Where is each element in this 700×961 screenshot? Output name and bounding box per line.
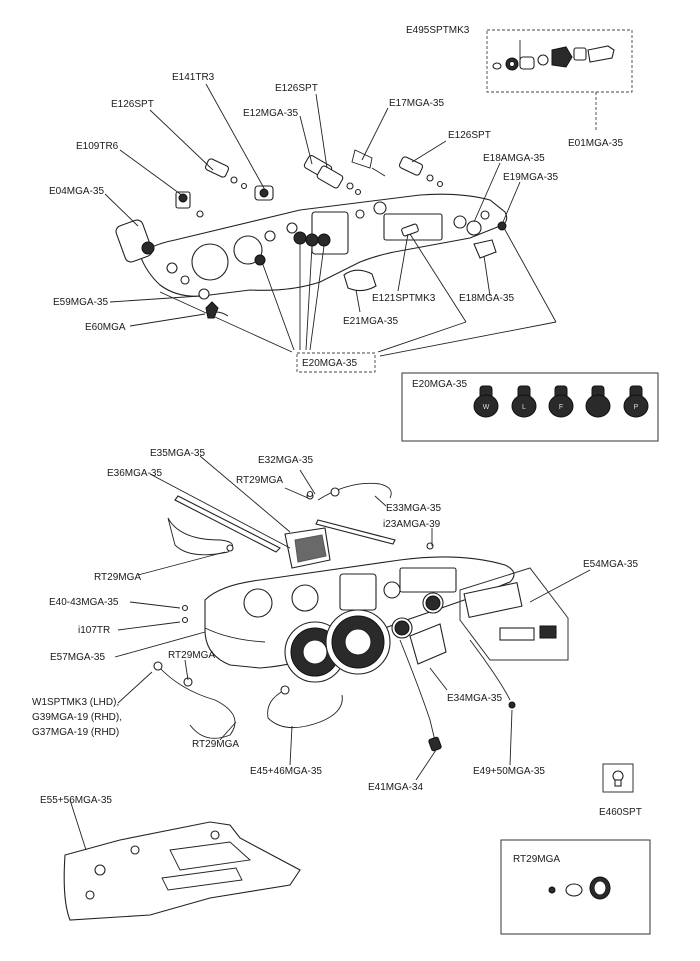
e36-strap[interactable] — [174, 495, 281, 553]
e57-beading[interactable] — [204, 627, 266, 643]
label-e57mga35: E57MGA-35 — [50, 652, 105, 663]
label-e59mga35: E59MGA-35 — [53, 297, 108, 308]
label-e18mga35: E18MGA-35 — [459, 293, 514, 304]
e20-callout-box[interactable] — [296, 352, 376, 373]
label-e01mga35: E01MGA-35 — [568, 138, 623, 149]
label-e126spt-c: E126SPT — [448, 130, 491, 141]
knob-1[interactable]: W — [473, 385, 499, 418]
e21-cover[interactable] — [343, 269, 377, 292]
label-e12mga35: E12MGA-35 — [243, 108, 298, 119]
small-gauge[interactable] — [391, 592, 444, 639]
switch-assembly-detail — [492, 45, 615, 71]
top-leaders — [104, 40, 557, 357]
label-e20mga35-inset: E20MGA-35 — [412, 379, 467, 390]
label-e121sptmk3: E121SPTMK3 — [372, 293, 436, 304]
e59-knob-part[interactable] — [198, 288, 210, 300]
knob-2[interactable]: L — [511, 385, 537, 418]
e18-bracket[interactable] — [473, 239, 497, 259]
knob-letter: P — [634, 404, 639, 411]
gauge-right[interactable] — [325, 609, 391, 675]
e121-switch[interactable] — [401, 223, 419, 237]
label-rt29mga-a: RT29MGA — [236, 475, 283, 486]
label-e126spt-b: E126SPT — [111, 99, 154, 110]
e04-gauge-part[interactable] — [114, 218, 155, 263]
rt29-cable-lower-left[interactable] — [153, 661, 236, 739]
label-e126spt-a: E126SPT — [275, 83, 318, 94]
e126-switch-right[interactable] — [398, 156, 444, 188]
e35-bracket[interactable] — [284, 527, 331, 569]
e49-cable[interactable] — [469, 639, 516, 709]
label-g39mga19: G39MGA-19 (RHD), — [32, 712, 122, 723]
label-e4043mga35: E40-43MGA-35 — [49, 597, 119, 608]
rt29-cable-lower-mid[interactable] — [267, 685, 343, 728]
floor-panel[interactable] — [63, 821, 301, 921]
label-e33mga35: E33MGA-35 — [386, 503, 441, 514]
small-parts-left[interactable] — [181, 490, 434, 624]
label-rt29mga-d: RT29MGA — [192, 739, 239, 750]
e109-switch-part[interactable] — [175, 191, 204, 218]
label-rt29mga-b: RT29MGA — [94, 572, 141, 583]
label-w1sptmk3: W1SPTMK3 (LHD), — [32, 697, 119, 708]
e20-knob-inset[interactable] — [401, 372, 659, 442]
knob-letter: W — [483, 404, 490, 411]
e60-spring-part[interactable] — [205, 301, 229, 319]
e126-switch-left[interactable] — [204, 158, 248, 190]
label-e36mga35: E36MGA-35 — [107, 468, 162, 479]
knob-3[interactable]: F — [548, 385, 574, 418]
label-e18amga35: E18AMGA-35 — [483, 153, 545, 164]
knob-letter: L — [522, 404, 526, 411]
e33-cable[interactable] — [306, 482, 392, 501]
label-i107tr: i107TR — [78, 625, 110, 636]
label-e20mga35-callout: E20MGA-35 — [302, 358, 357, 369]
label-e32mga35: E32MGA-35 — [258, 455, 313, 466]
label-e460spt: E460SPT — [599, 807, 642, 818]
label-e60mga: E60MGA — [85, 322, 126, 333]
e141-switch-part[interactable] — [254, 185, 274, 201]
label-e5556mga35: E55+56MGA-35 — [40, 795, 112, 806]
label-g37mga19: G37MGA-19 (RHD) — [32, 727, 119, 738]
e54-inset[interactable] — [459, 567, 569, 661]
label-e109tr6: E109TR6 — [76, 141, 119, 152]
labels: E495SPTMK3 E01MGA-35 E141TR3 E126SPT E12… — [32, 25, 642, 865]
label-rt29mga-c: RT29MGA — [168, 650, 215, 661]
e34-plate[interactable] — [409, 623, 447, 665]
label-e21mga35: E21MGA-35 — [343, 316, 398, 327]
e41-cable[interactable] — [399, 639, 442, 752]
label-e19mga35: E19MGA-35 — [503, 172, 558, 183]
label-e495sptmk3: E495SPTMK3 — [406, 25, 470, 36]
label-e4546mga35: E45+46MGA-35 — [250, 766, 322, 777]
e495-detail-box[interactable] — [486, 29, 633, 93]
e460-lamp-box[interactable] — [602, 763, 634, 793]
label-e35mga35: E35MGA-35 — [150, 448, 205, 459]
label-e141tr3: E141TR3 — [172, 72, 215, 83]
lower-leaders — [114, 455, 591, 781]
label-e41mga34: E41MGA-34 — [368, 782, 423, 793]
e33-bar[interactable] — [315, 519, 396, 545]
knob-5[interactable]: P — [623, 385, 649, 418]
rt29-inset-box[interactable] — [500, 839, 651, 935]
label-e34mga35: E34MGA-35 — [447, 693, 502, 704]
label-e4950mga35: E49+50MGA-35 — [473, 766, 545, 777]
label-rt29mga-inset: RT29MGA — [513, 854, 560, 865]
rt29-cable-top[interactable] — [167, 517, 234, 556]
label-e04mga35: E04MGA-35 — [49, 186, 104, 197]
label-e54mga35: E54MGA-35 — [583, 559, 638, 570]
e12-switch-part[interactable] — [303, 154, 362, 196]
label-e17mga35: E17MGA-35 — [389, 98, 444, 109]
knob-4[interactable] — [585, 385, 611, 418]
e17-bracket-part[interactable] — [351, 149, 386, 177]
knob-letter: F — [559, 404, 563, 411]
label-i23amga39: i23AMGA-39 — [383, 519, 441, 530]
